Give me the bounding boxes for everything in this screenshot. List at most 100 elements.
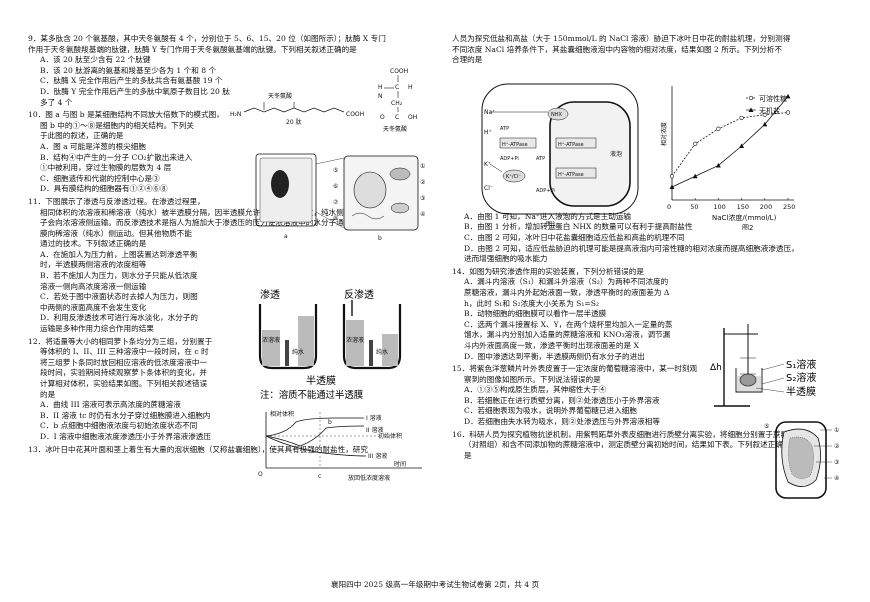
svg-text:S₁溶液: S₁溶液 bbox=[786, 358, 816, 371]
svg-text:ATP: ATP bbox=[536, 156, 545, 162]
q10-option-c[interactable]: C．细胞遗传和代谢的控制中心是③ bbox=[40, 173, 160, 183]
svg-text:C: C bbox=[395, 114, 399, 121]
q10-stem-1: 10．图 a 与图 b 是某细胞结构不同放大倍数下的模式图， bbox=[28, 110, 224, 120]
q9-option-d[interactable]: D．肽酶 Y 完全作用后产生的多肽中氧原子数目比 20 肽 bbox=[40, 86, 230, 96]
question-12: 12．将适量等大小的相同萝卜条均分为三组，分别置于 等体积的 I、II、III … bbox=[28, 337, 428, 443]
q10-option-b-cont: ①中被利用，穿过生物膜的层数为 4 层 bbox=[40, 163, 172, 173]
q13-fig1-vacuole bbox=[549, 101, 631, 207]
q14-fig-delta-h: Δh bbox=[710, 363, 722, 373]
q9-option-c[interactable]: C．肽酶 X 完全作用后产生的多肽共含有氨基酸 19 个 bbox=[40, 76, 223, 86]
q12-option-c[interactable]: C．b 点细胞中细胞液浓度与初始浓度状态不同 bbox=[40, 421, 198, 431]
chart-point-salt bbox=[739, 143, 745, 148]
svg-text:Cl⁻: Cl⁻ bbox=[484, 185, 493, 192]
q12-line-4: 段时间，实验期间持续观察萝卜条体积的变化，并 bbox=[40, 368, 208, 378]
q15-option-a[interactable]: A．①③⑤构成原生质层，其伸缩性大于④ bbox=[464, 385, 607, 395]
q14-option-a[interactable]: A．漏斗内溶液（S₁）和漏斗外溶液（S₂）为两种不同浓度的 bbox=[464, 277, 669, 287]
chart-legend-sugar: 可溶性糖 bbox=[759, 94, 787, 103]
q15-option-d[interactable]: D．若细胞由失水转为吸水，则②处渗透压与外界溶液相等 bbox=[464, 417, 660, 427]
q15-option-c[interactable]: C．若细胞表现为吸水，说明外界葡萄糖已进入细胞 bbox=[464, 406, 637, 416]
q11-fig-left-title: 渗透 bbox=[260, 288, 280, 301]
q12-fig-ylabel: 相对体积 bbox=[270, 410, 294, 418]
q9-option-d-cont: 多了 4 个 bbox=[40, 97, 73, 107]
q14-option-c[interactable]: C．选两个漏斗接置标 X、Y，在两个烧杯里均加入一定量的蒸 bbox=[464, 319, 673, 329]
q15-line-1: 15．将紫色洋葱鳞片叶外表皮置于一定浓度的葡萄糖溶液中，某一时刻观 bbox=[452, 364, 698, 374]
svg-text:OH: OH bbox=[408, 114, 417, 121]
q10-stem-2: 图 b 中的①～⑧是细胞内的相关结构。下列关 bbox=[40, 120, 194, 130]
svg-text:N: N bbox=[378, 93, 383, 100]
chart-series-line-0 bbox=[671, 112, 789, 177]
q13-option-d-cont: 进而增强细胞的吸水能力 bbox=[464, 254, 548, 264]
svg-text:H⁺: H⁺ bbox=[484, 129, 492, 136]
svg-text:①: ① bbox=[420, 163, 425, 170]
q10-fig-a-label: a bbox=[284, 233, 288, 240]
q13-fig1-cell-membrane bbox=[481, 83, 639, 215]
svg-text:②: ② bbox=[834, 443, 840, 450]
q12-option-d[interactable]: D．I 溶液中细胞液浓度渗透压小于外界溶液渗透压 bbox=[40, 431, 211, 441]
svg-text:⑥: ⑥ bbox=[333, 183, 338, 190]
q15-option-b[interactable]: B．若细胞正在进行质壁分离，则②处渗透压小于外界溶液 bbox=[464, 395, 660, 405]
chart-title: 图2 bbox=[742, 224, 753, 230]
svg-text:CH₂: CH₂ bbox=[391, 100, 403, 107]
q11-option-a[interactable]: A．在施加人为压力前，上图装置达到渗透平衡 bbox=[40, 249, 198, 259]
q9-stem-1: 9．某多肽含 20 个氨基酸，其中天冬氨酸有 4 个，分别位于 5、6、15、2… bbox=[28, 34, 386, 43]
svg-text:H⁺-ATPase: H⁺-ATPase bbox=[558, 142, 584, 148]
q11-option-b[interactable]: B．若不施加人为压力，则水分子只能从低浓度 bbox=[40, 271, 198, 281]
chart-point-sugar bbox=[762, 112, 767, 117]
q13-line-3: 不同浓度 NaCl 培养条件下，其盐囊细胞液泡中内容物的相对浓度，结果如图 2 … bbox=[452, 44, 783, 54]
svg-text:④: ④ bbox=[834, 475, 839, 482]
q11-option-a-cont: 时，半透膜两侧溶液的浓度相等 bbox=[40, 260, 147, 270]
q13-line-1: 13．冰叶日中花其叶面和茎上着生有大量的泡状细胞（又称盐囊细胞），使其具有极强的… bbox=[28, 444, 368, 454]
q11-line-1: 11．下图展示了渗透与反渗透过程。在渗透过程里， bbox=[28, 196, 205, 206]
svg-text:初始体积: 初始体积 bbox=[378, 432, 402, 440]
svg-text:H: H bbox=[378, 84, 383, 91]
q11-option-d[interactable]: D．利用反渗透技术可进行海水淡化，水分子的 bbox=[40, 313, 198, 323]
q10-option-b[interactable]: B．结构④中产生的一分子 CO₂扩散出来进入 bbox=[40, 152, 193, 162]
q14-option-b[interactable]: B．动物细胞的细胞膜可以看作一层半透膜 bbox=[464, 309, 607, 319]
q13-line-4: 合理的是 bbox=[452, 55, 483, 65]
svg-text:放回低浓度溶液: 放回低浓度溶液 bbox=[348, 474, 390, 482]
chart-series-line-1 bbox=[671, 96, 789, 188]
q12-option-a[interactable]: A．曲线 III 溶液可表示高浓度的蔗糖溶液 bbox=[40, 400, 181, 410]
q13-option-b[interactable]: B．由图 1 分析，增加转运蛋白 NHX 的数量可以有利于提高耐盐性 bbox=[464, 222, 693, 232]
right-column: 人员为探究低盐和高盐（大于 150mmol/L 的 NaCl 溶液）胁迫下冰叶日… bbox=[452, 34, 844, 463]
svg-text:K⁺: K⁺ bbox=[484, 161, 491, 168]
chart-x-tick-label: 50 bbox=[690, 203, 698, 211]
q9-option-a[interactable]: A．该 20 肽至少含有 22 个肽键 bbox=[40, 55, 151, 65]
question-11: 11．下图展示了渗透与反渗透过程。在渗透过程里， 相同体积的浓溶液和稀溶液（纯水… bbox=[28, 197, 428, 335]
q13-option-c[interactable]: C．由图 2 可知，冰叶日中花盐囊细胞适应低盐和高盐的机理不同 bbox=[464, 232, 685, 242]
q9-fig-h2n: H₂N bbox=[230, 111, 241, 118]
q11-figure: 渗透 反渗透 浓溶液 纯水 浓溶液 纯水 半透膜 注：溶质不能通过半透膜 bbox=[258, 288, 402, 401]
svg-text:液泡: 液泡 bbox=[610, 150, 622, 158]
q10-figure: a ⑤ ⑥ ⑦ ⑧ ① ② ③ ④ b bbox=[255, 153, 426, 242]
q9-fig-structure: COOH H N C H CH₂ C O OH 天冬氨酸 bbox=[378, 68, 417, 133]
q10-fig-a-cell bbox=[255, 153, 317, 227]
svg-text:①: ① bbox=[834, 427, 839, 434]
chart-point-sugar bbox=[716, 126, 721, 131]
svg-text:S₂溶液: S₂溶液 bbox=[786, 371, 816, 384]
left-column: 9．某多肽含 20 个氨基酸，其中天冬氨酸有 4 个，分别位于 5、6、15、2… bbox=[28, 34, 428, 457]
q10-option-d[interactable]: D．具有膜结构的细胞器有①②④⑥⑧ bbox=[40, 184, 168, 194]
svg-text:③: ③ bbox=[834, 459, 839, 466]
svg-text:COOH: COOH bbox=[390, 68, 408, 75]
q13-option-d[interactable]: D．由图 2 可知，适应低盐胁迫的机理可能是提高液泡内可溶性糖的相对浓度而提高细… bbox=[464, 243, 799, 253]
q11-fig-membrane-label: 半透膜 bbox=[306, 374, 336, 387]
q13-option-a[interactable]: A．由图 1 可知，Na⁺进入液泡的方式是主动运输 bbox=[464, 211, 632, 221]
q14-stem: 14．如图为研究渗透作用的实验装置，下列分析错误的是 bbox=[452, 266, 644, 276]
q16-line-2: （对照组）和含不同添加物的蔗糖溶液中，测定质壁分离初始时间，结果如下表。下列叙述… bbox=[464, 440, 791, 450]
q14-option-d[interactable]: D．图中渗透达到平衡，半透膜两侧仍有水分子的进出 bbox=[464, 351, 645, 361]
svg-text:c: c bbox=[318, 473, 321, 480]
q14-option-a-cont1: 蔗糖溶液，漏斗内外起始液面一致，渗透平衡时的液面差为 Δ bbox=[464, 287, 670, 297]
q15-line-2: 察到的图像如图所示。下列说法错误的是 bbox=[464, 374, 601, 384]
chart-point-sugar bbox=[693, 141, 698, 146]
q9-option-b[interactable]: B．该 20 肽游离的氨基和羧基至少各为 1 个和 8 个 bbox=[40, 65, 217, 75]
q12-line-5: 计算相对体积，实验结果如图。下列相关叙述错误 bbox=[40, 379, 208, 388]
q15-fig-cell-wall bbox=[775, 421, 827, 499]
q11-option-c[interactable]: C．若处于图中液面状态时去掉人为压力，则图 bbox=[40, 292, 198, 302]
q12-option-b[interactable]: B．II 溶液 tc 时仍有水分子穿过细胞膜进入细胞内 bbox=[40, 410, 211, 420]
q10-option-a[interactable]: A．图 a 可能是洋葱的根尖细胞 bbox=[40, 141, 146, 151]
question-9: 9．某多肽含 20 个氨基酸，其中天冬氨酸有 4 个，分别位于 5、6、15、2… bbox=[28, 34, 428, 108]
q11-option-b-cont: 溶液一侧向高浓度溶液一侧运输 bbox=[40, 281, 147, 291]
q13-figure-1: 液泡 H⁺-ATPase H⁺-ATPase H⁺-ATPase NHX Na⁺… bbox=[481, 83, 639, 228]
